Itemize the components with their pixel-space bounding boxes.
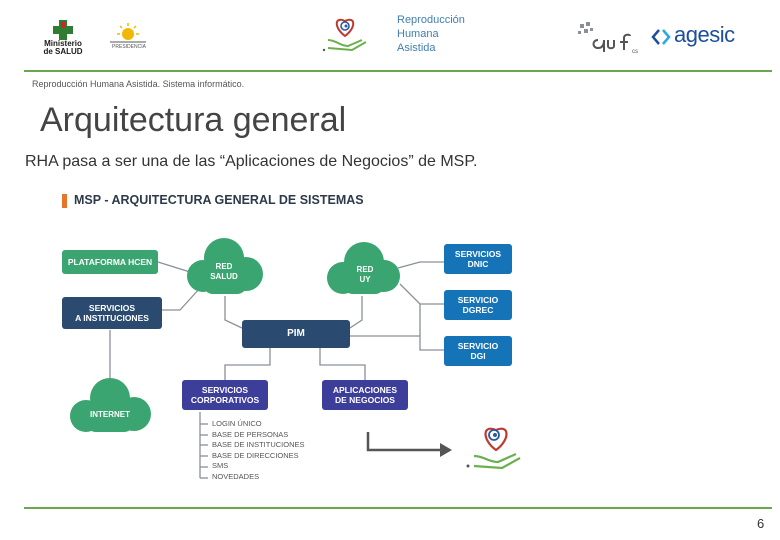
list-item: BASE DE INSTITUCIONES <box>212 440 305 450</box>
msp-logo-icon <box>42 18 84 54</box>
list-item: SMS <box>212 461 229 471</box>
list-item: LOGIN ÚNICO <box>212 419 262 428</box>
internet-cloud <box>70 378 151 432</box>
government-seal-icon <box>104 22 152 52</box>
agesic-logo-text: agesic <box>674 22 735 47</box>
internet-label: INTERNET <box>90 410 130 419</box>
footer-divider <box>24 507 772 509</box>
red-salud-cloud <box>187 238 263 294</box>
plataforma-hcen-box: PLATAFORMA HCEN <box>62 250 158 274</box>
list-item: BASE DE DIRECCIONES <box>212 450 299 460</box>
pim-box: PIM <box>242 320 350 348</box>
corporate-services-list: LOGIN ÚNICO BASE DE PERSONAS BASE DE INS… <box>212 419 305 483</box>
slide-title: Arquitectura general <box>40 101 347 139</box>
list-item: BASE DE PERSONAS <box>212 429 289 439</box>
rha-heart-hand-icon <box>318 10 372 56</box>
header-divider <box>24 70 772 72</box>
guf-logo-icon: cs <box>576 20 646 56</box>
svg-text:cs: cs <box>632 49 638 55</box>
slide-subtitle: Reproducción Humana Asistida. Sistema in… <box>32 79 245 89</box>
government-logo-text: PRESIDENCIA <box>112 44 146 50</box>
list-item: NOVEDADES <box>212 471 260 481</box>
page-number: 6 <box>757 516 765 531</box>
agesic-logo-icon <box>650 26 672 48</box>
rha-title: Reproducción Humana Asistida <box>397 14 465 54</box>
section-marker <box>62 194 67 208</box>
rha-logo-icon <box>460 420 524 476</box>
intro-text: RHA pasa a ser una de las “Aplicaciones … <box>25 153 478 170</box>
diagram-title: MSP - ARQUITECTURA GENERAL DE SISTEMAS <box>74 193 364 207</box>
red-uy-cloud <box>327 242 400 294</box>
msp-logo-text: Ministerio de SALUD <box>43 39 83 56</box>
